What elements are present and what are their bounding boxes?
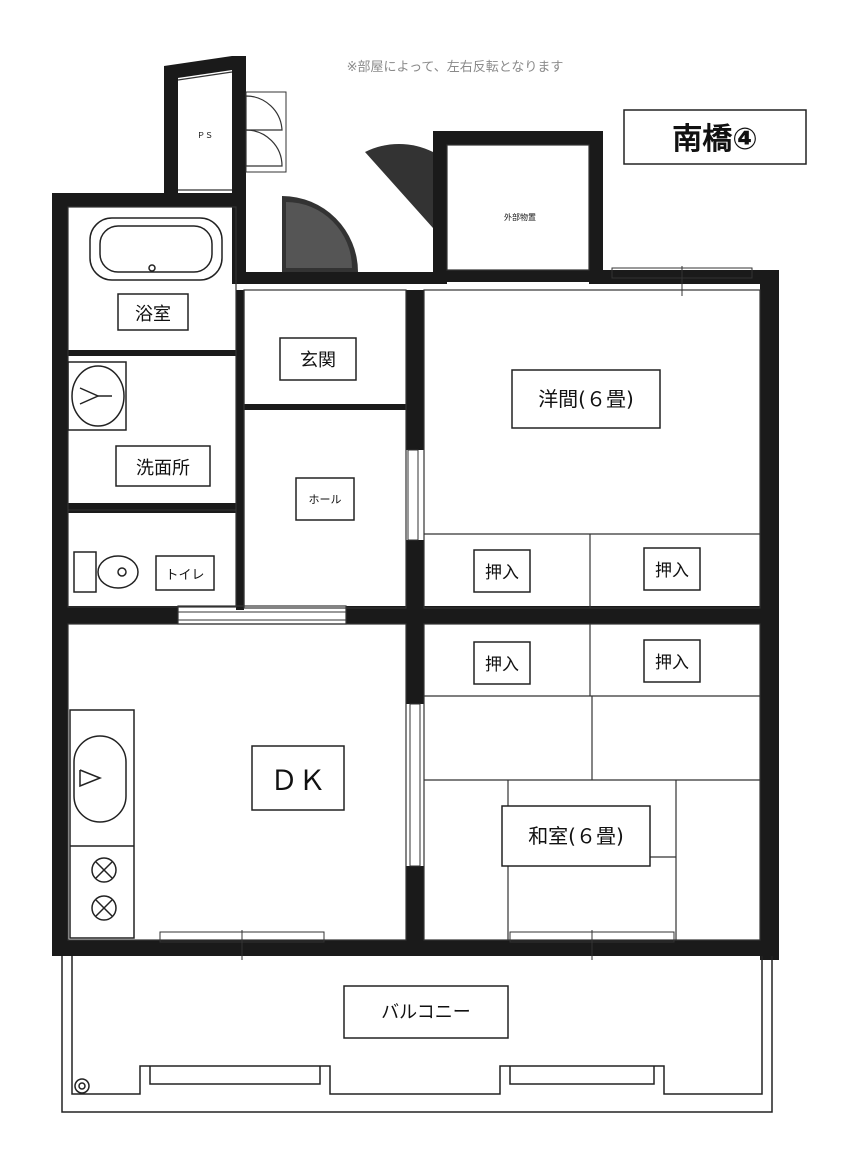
closet-label-3: 押入 [485, 655, 519, 675]
balcony-area [61, 956, 773, 1113]
toilet-label: トイレ [165, 568, 204, 583]
toilet [73, 551, 139, 593]
hall-label: ホール [309, 493, 342, 506]
ps-label: ＰＳ [197, 131, 213, 140]
bath-label: 浴室 [135, 304, 171, 325]
wash-basin [67, 361, 127, 431]
closet-label-2: 押入 [655, 561, 689, 581]
dk-label: ＤＫ [270, 764, 326, 797]
closet-label-1: 押入 [485, 563, 519, 583]
western-room-label: 洋間(６畳) [538, 387, 634, 411]
balcony-label: バルコニー [381, 1002, 471, 1023]
storage-label: 外部物置 [504, 212, 536, 222]
japanese-room-label: 和室(６畳) [528, 824, 624, 848]
closet-label-4: 押入 [655, 653, 689, 673]
building-title: 南橋④ [672, 122, 757, 157]
outer-walls [52, 56, 779, 960]
room-labels: ＰＳ 外部物置 浴室 洗面所 トイレ 玄関 ホール 洋間(６畳) 押入 押入 押… [115, 131, 701, 1039]
door-swings [245, 91, 433, 272]
windows [68, 266, 753, 960]
title-box [623, 109, 807, 165]
reversal-note: ※部屋によって、左右反転となります [347, 60, 564, 75]
washroom-label: 洗面所 [136, 458, 190, 479]
bathtub [89, 217, 223, 281]
entrance-label: 玄関 [300, 350, 336, 371]
kitchen-counter [69, 709, 135, 939]
